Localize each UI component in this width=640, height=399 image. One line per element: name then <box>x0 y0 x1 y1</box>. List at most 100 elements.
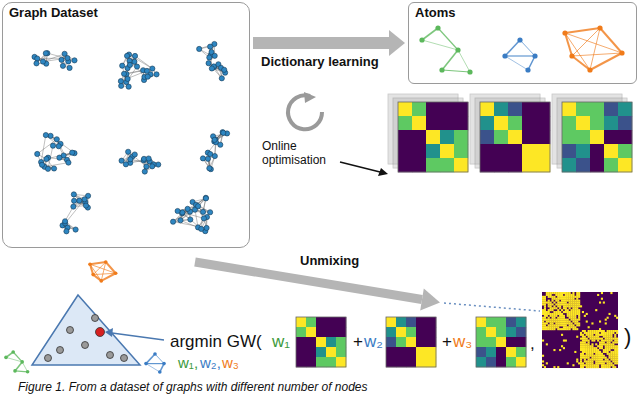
matrix-cell <box>542 360 544 362</box>
matrix-cell <box>553 326 555 328</box>
matrix-cell <box>494 158 508 172</box>
graph-vertex <box>40 59 45 64</box>
matrix-cell <box>542 302 544 304</box>
matrix-cell <box>591 338 593 340</box>
matrix-cell <box>603 364 605 366</box>
matrix-cell <box>582 357 584 359</box>
matrix-cell <box>555 300 557 302</box>
matrix-cell <box>614 341 616 343</box>
matrix-cell <box>542 319 544 321</box>
matrix-cell <box>616 332 618 334</box>
matrix-cell <box>569 305 571 307</box>
graph-vertex <box>71 198 76 203</box>
matrix-cell <box>604 158 618 172</box>
matrix-cell <box>563 322 565 324</box>
atom-edge <box>565 33 572 56</box>
matrix-cell <box>595 338 597 340</box>
matrix-cell <box>576 309 578 311</box>
matrix-cell <box>597 338 599 340</box>
point <box>121 355 128 362</box>
matrix-cell <box>563 319 565 321</box>
graph-vertex <box>43 51 48 56</box>
matrix-cell <box>546 294 548 296</box>
atom-vertex <box>11 350 15 354</box>
matrix-cell <box>296 357 306 367</box>
matrix-cell <box>567 294 569 296</box>
matrix-cell <box>580 364 582 366</box>
matrix-cell <box>555 324 557 326</box>
matrix-cell <box>612 355 614 357</box>
matrix-cell <box>597 355 599 357</box>
ghost-matrix <box>388 94 458 164</box>
matrix-cell <box>614 351 616 353</box>
graph-vertex <box>208 210 213 215</box>
matrix-cell <box>588 326 590 328</box>
matrix-cell <box>599 330 601 332</box>
matrix-cell <box>559 303 561 305</box>
matrix-cell <box>571 324 573 326</box>
matrix-cell <box>590 353 592 355</box>
matrix-cell <box>591 362 593 364</box>
matrix-cell <box>605 340 607 342</box>
matrix-cell <box>586 349 588 351</box>
matrix-cell <box>616 362 618 364</box>
matrix-cell <box>494 144 508 158</box>
matrix-cell <box>614 355 616 357</box>
matrix-cell <box>572 300 574 302</box>
matrix-cell <box>597 294 599 296</box>
matrix-cell <box>563 296 565 298</box>
matrix-cell <box>609 357 611 359</box>
graph-vertex <box>170 219 175 224</box>
matrix-cell <box>578 362 580 364</box>
matrix-cell <box>597 366 599 368</box>
matrix-cell <box>607 366 609 368</box>
matrix-cell <box>601 355 603 357</box>
matrix-cell <box>406 357 416 367</box>
matrix-cell <box>578 302 580 304</box>
matrix-cell <box>559 328 561 330</box>
matrix-cell <box>593 349 595 351</box>
matrix-cell <box>476 317 486 327</box>
group-box: Atoms <box>408 2 637 84</box>
matrix-cell <box>567 309 569 311</box>
matrix-cell <box>494 116 508 130</box>
matrix-cell <box>616 360 618 362</box>
atom-vertex <box>467 69 472 74</box>
atom-vertex <box>455 47 460 52</box>
matrix-cell <box>582 351 584 353</box>
matrix-cell <box>599 355 601 357</box>
matrix-cell <box>610 336 612 338</box>
matrix-cell <box>496 317 506 327</box>
atom-edge <box>505 55 535 56</box>
matrix-cell <box>567 319 569 321</box>
matrix-cell <box>557 309 559 311</box>
matrix-cell <box>586 364 588 366</box>
matrix-cell <box>578 324 580 326</box>
matrix-cell <box>595 362 597 364</box>
matrix-cell <box>571 298 573 300</box>
matrix-cell <box>605 364 607 366</box>
matrix-cell <box>555 319 557 321</box>
matrix-cell <box>591 349 593 351</box>
matrix-cell <box>576 102 590 116</box>
graph-vertex <box>127 62 132 67</box>
matrix-cell <box>616 345 618 347</box>
matrix-cell <box>599 343 601 345</box>
graph-vertex <box>150 66 155 71</box>
matrix-cell <box>416 317 426 327</box>
matrix-cell <box>614 359 616 361</box>
matrix-cell <box>609 332 611 334</box>
matrix-cell <box>546 319 548 321</box>
matrix-cell <box>588 353 590 355</box>
matrix-cell <box>548 313 550 315</box>
matrix-border <box>470 94 540 164</box>
matrix-cell <box>552 303 554 305</box>
matrix-cell <box>614 360 616 362</box>
matrix-cell <box>572 292 574 294</box>
matrix-cell <box>603 357 605 359</box>
matrix-cell <box>603 349 605 351</box>
matrix-cell <box>614 347 616 349</box>
graph-vertex <box>150 164 155 169</box>
matrix-cell <box>580 345 582 347</box>
matrix-cell <box>336 337 346 347</box>
